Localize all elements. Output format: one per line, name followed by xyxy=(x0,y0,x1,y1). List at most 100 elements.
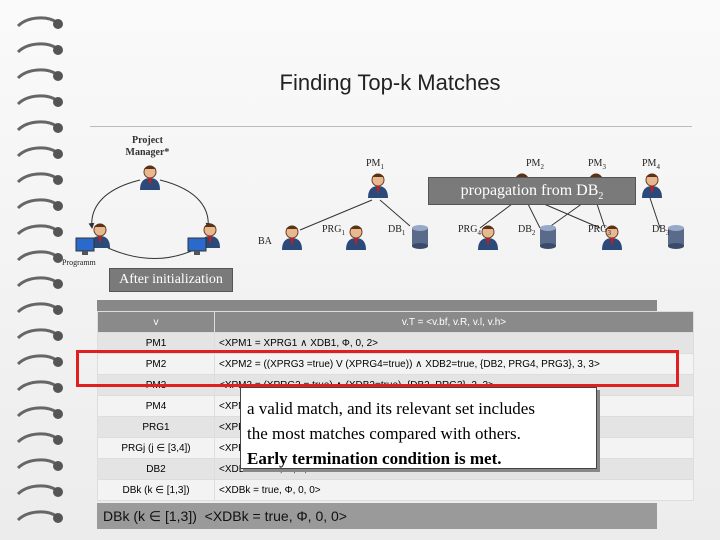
prg1-person-icon xyxy=(346,225,366,250)
highlighted-row-pm2 xyxy=(76,350,679,387)
spiral-ring xyxy=(16,328,57,340)
edge-pm4-db3 xyxy=(649,197,661,229)
spiral-hole xyxy=(53,461,63,471)
programmer-person-icon xyxy=(90,223,110,248)
edge-programmer-ba xyxy=(107,247,199,259)
title-divider xyxy=(90,126,692,127)
table-row: DBk (k ∈ [1,3])<XDBk = true, Φ, 0, 0> xyxy=(97,479,694,501)
spiral-ring xyxy=(16,432,57,444)
programmer-computer-icon xyxy=(75,237,95,255)
node-label-db3: DB3 xyxy=(652,224,670,237)
spiral-ring xyxy=(16,16,57,28)
spiral-ring xyxy=(16,224,57,236)
spiral-ring xyxy=(16,250,57,262)
ba-computer-icon xyxy=(187,237,207,255)
bubble-line-2: the most matches compared with others. xyxy=(247,424,521,443)
node-label-prg3: PRG3 xyxy=(588,224,611,237)
spiral-hole xyxy=(53,175,63,185)
table-cell-v: PRG1 xyxy=(97,416,215,438)
explanation-bubble: a valid match, and its relevant set incl… xyxy=(240,387,597,469)
pm4-person-icon xyxy=(642,173,662,198)
table-cell-v: PM2 xyxy=(97,353,215,375)
spiral-hole xyxy=(53,331,63,341)
edge-pm1-prg1 xyxy=(299,199,373,231)
ghost-row: DBk (k ∈ [1,3]) <XDBk = true, Φ, 0, 0> xyxy=(97,503,657,529)
spiral-hole xyxy=(53,97,63,107)
prg3-person-icon xyxy=(602,225,622,250)
spiral-hole xyxy=(53,253,63,263)
table-cell-t: <XDBk = true, Φ, 0, 0> xyxy=(214,479,694,501)
spiral-ring xyxy=(16,510,57,522)
edge-pm1-db1 xyxy=(379,199,411,227)
node-label-programmer: Programm xyxy=(62,258,96,267)
spiral-hole xyxy=(53,19,63,29)
spiral-ring xyxy=(16,198,57,210)
node-label-pm2: PM2 xyxy=(526,158,544,171)
spiral-ring xyxy=(16,172,57,184)
table-row: PM2<XPM2 = ((XPRG3 =true) V (XPRG4=true)… xyxy=(97,353,694,375)
node-label-pm3: PM3 xyxy=(588,158,606,171)
spiral-ring xyxy=(16,302,57,314)
spiral-hole xyxy=(53,513,63,523)
ghost-row-v: DBk (k ∈ [1,3]) xyxy=(103,508,197,524)
table-header-t: v.T = <v.bf, v.R, v.l, v.h> xyxy=(214,311,694,333)
ba-graph-person-icon xyxy=(282,225,302,250)
spiral-hole xyxy=(53,227,63,237)
edge-pm-ba xyxy=(159,179,212,229)
table-cell-t: <XPM2 = ((XPRG3 =true) V (XPRG4=true)) ∧… xyxy=(214,353,694,375)
spiral-binding xyxy=(16,16,63,523)
spiral-hole xyxy=(53,409,63,419)
spiral-ring xyxy=(16,484,57,496)
ghost-table-header xyxy=(97,300,657,314)
db2-database-icon xyxy=(540,225,556,249)
propagation-callout: propagation from DB2 xyxy=(428,177,636,205)
spiral-ring xyxy=(16,380,57,392)
table-header-v: v xyxy=(97,311,215,333)
edge-pm-programmer xyxy=(88,179,141,229)
spiral-ring xyxy=(16,406,57,418)
node-label-prg1: PRG1 xyxy=(322,224,345,237)
ghost-row-t: <XDBk = true, Φ, 0, 0> xyxy=(204,508,347,524)
spiral-hole xyxy=(53,305,63,315)
node-label-pm1: PM1 xyxy=(366,158,384,171)
bubble-line-3: Early termination condition is met. xyxy=(247,449,502,468)
spiral-hole xyxy=(53,383,63,393)
spiral-hole xyxy=(53,357,63,367)
slide-title: Finding Top-k Matches xyxy=(279,70,501,95)
spiral-hole xyxy=(53,45,63,55)
bubble-line-1: a valid match, and its relevant set incl… xyxy=(247,399,535,418)
table-cell-v: DBk (k ∈ [1,3]) xyxy=(97,479,215,501)
spiral-hole xyxy=(53,435,63,445)
spiral-hole xyxy=(53,487,63,497)
spiral-ring xyxy=(16,42,57,54)
node-label-db2: DB2 xyxy=(518,224,536,237)
spiral-hole xyxy=(53,201,63,211)
project-manager-label: Project Manager* xyxy=(125,135,170,158)
spiral-ring xyxy=(16,458,57,470)
node-label-pm4: PM4 xyxy=(642,158,660,171)
spiral-ring xyxy=(16,94,57,106)
table-cell-v: PRGj (j ∈ [3,4]) xyxy=(97,437,215,459)
db1-database-icon xyxy=(412,225,428,249)
spiral-hole xyxy=(53,123,63,133)
spiral-hole xyxy=(53,279,63,289)
diagram-icons xyxy=(75,165,684,255)
spiral-hole xyxy=(53,71,63,81)
project-manager-person-icon xyxy=(140,165,160,190)
db3-database-icon xyxy=(668,225,684,249)
spiral-ring xyxy=(16,354,57,366)
spiral-ring xyxy=(16,120,57,132)
spiral-ring xyxy=(16,276,57,288)
diagram-edges xyxy=(88,179,661,259)
initialization-callout: After initialization xyxy=(109,268,233,292)
spiral-hole xyxy=(53,149,63,159)
table-cell-v: DB2 xyxy=(97,458,215,480)
table-cell-v: PM4 xyxy=(97,395,215,417)
node-label-prg4: PRG4 xyxy=(458,224,481,237)
prg4-person-icon xyxy=(478,225,498,250)
spiral-ring xyxy=(16,146,57,158)
spiral-ring xyxy=(16,68,57,80)
pm1-person-icon xyxy=(368,173,388,198)
node-label-ba: BA xyxy=(258,236,272,247)
